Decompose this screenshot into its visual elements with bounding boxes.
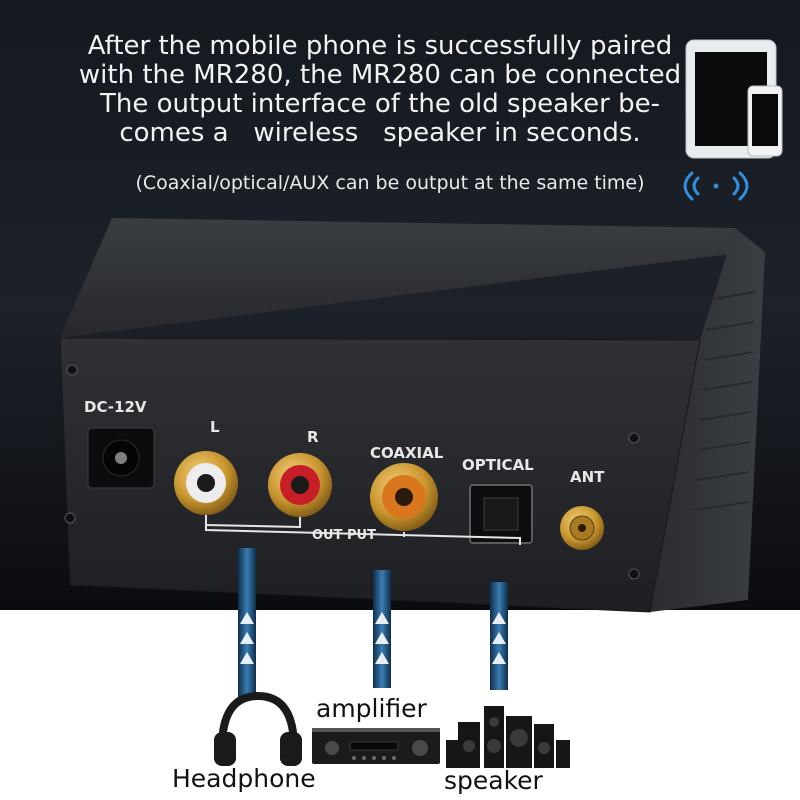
- wireless-signal-icon: [683, 171, 749, 201]
- dc-power-jack: [87, 427, 155, 489]
- label-right: R: [307, 428, 319, 446]
- amplifier-icon: [312, 728, 440, 764]
- caption-speaker: speaker: [444, 766, 543, 795]
- label-output: OUT PUT: [312, 528, 376, 543]
- headline-line-1: After the mobile phone is successfully p…: [87, 31, 673, 61]
- coaxial-jack: [370, 463, 438, 531]
- tablet-phone-icon: [685, 39, 783, 159]
- headphone-icon: [214, 691, 302, 766]
- headline-line-4: comes a wireless speaker in seconds.: [119, 118, 641, 148]
- label-coaxial: COAXIAL: [370, 444, 444, 462]
- rca-right-jack: [268, 453, 332, 517]
- headline-line-2: with the MR280, the MR280 can be connect…: [78, 60, 682, 90]
- antenna-connector: [560, 506, 604, 550]
- headline-line-3: The output interface of the old speaker …: [100, 89, 660, 119]
- output-bracket: [205, 515, 521, 545]
- caption-amplifier: amplifier: [316, 694, 427, 723]
- caption-headphone: Headphone: [172, 764, 316, 793]
- rca-left-jack: [174, 451, 238, 515]
- optical-port: [469, 484, 533, 544]
- label-dc-12v: DC-12V: [84, 398, 147, 416]
- cables: [238, 548, 508, 700]
- label-optical: OPTICAL: [462, 456, 534, 474]
- label-ant: ANT: [570, 468, 605, 486]
- label-left: L: [210, 418, 220, 436]
- simultaneous-output-note: (Coaxial/optical/AUX can be output at th…: [135, 172, 645, 194]
- headline-text: After the mobile phone is successfully p…: [60, 32, 700, 148]
- background-white: [0, 610, 800, 800]
- speaker-system-icon: [446, 706, 570, 768]
